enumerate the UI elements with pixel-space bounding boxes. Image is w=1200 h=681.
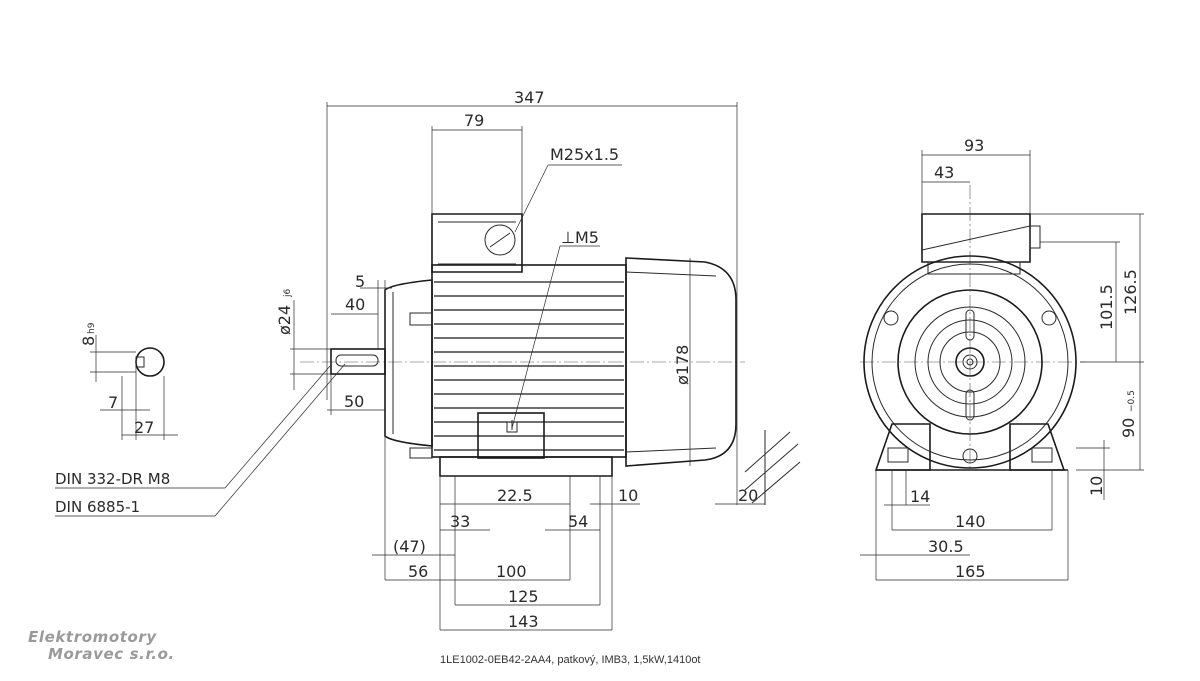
dim-5: 5 — [355, 272, 365, 291]
dim-56: 56 — [408, 562, 428, 581]
dim-10-foot: 10 — [1087, 476, 1106, 496]
dim-27: 27 — [134, 418, 154, 437]
leader-notes: DIN 332-DR M8 DIN 6885-1 — [55, 363, 346, 517]
dim-140: 140 — [955, 512, 986, 531]
dim-22-5: 22.5 — [497, 486, 533, 505]
dim-143: 143 — [508, 612, 539, 631]
logo-line-1: Elektromotory — [28, 628, 157, 646]
dim-79: 79 — [464, 111, 484, 130]
dim-d24: ø24 — [275, 305, 294, 335]
side-dimensions: 347 79 M25x1.5 ⊥M5 5 40 ø24 j6 50 ø178 — [275, 88, 765, 631]
shaft-section: 8 h9 7 27 — [79, 322, 178, 440]
dim-100: 100 — [496, 562, 527, 581]
note-din-6885: DIN 6885-1 — [55, 498, 140, 516]
drawing-caption: 1LE1002-0EB42-2AA4, patkový, IMB3, 1,5kW… — [440, 654, 701, 666]
dim-key-h9: h9 — [87, 322, 97, 334]
dim-10: 10 — [618, 486, 638, 505]
dim-125: 125 — [508, 587, 539, 606]
side-view — [300, 213, 801, 505]
dim-43: 43 — [934, 163, 954, 182]
earth-terminal-icon — [506, 421, 518, 433]
dim-key-8: 8 — [79, 336, 98, 346]
cooling-fins — [434, 281, 624, 451]
dim-165: 165 — [955, 562, 986, 581]
cable-gland-icon — [484, 224, 516, 256]
dim-101-5: 101.5 — [1097, 284, 1116, 330]
dim-90-tol: −0.5 — [1127, 390, 1137, 412]
dim-d178: ø178 — [673, 345, 692, 385]
dim-20: 20 — [738, 486, 758, 505]
dim-50: 50 — [344, 392, 364, 411]
dim-m25: M25x1.5 — [550, 145, 619, 164]
dim-m5: ⊥M5 — [561, 228, 599, 247]
dim-90: 90 — [1119, 418, 1138, 438]
dim-47: (47) — [393, 537, 426, 556]
dim-54: 54 — [568, 512, 588, 531]
end-dimensions: 93 43 101.5 126.5 90 −0.5 10 14 140 30.5… — [860, 136, 1144, 581]
dim-key-7: 7 — [108, 393, 118, 412]
dim-93: 93 — [964, 136, 984, 155]
note-din-332: DIN 332-DR M8 — [55, 470, 170, 488]
dim-347: 347 — [514, 88, 545, 107]
logo-line-2: Moravec s.r.o. — [48, 645, 175, 663]
dim-126-5: 126.5 — [1121, 269, 1140, 315]
company-logo: Elektromotory Moravec s.r.o. — [24, 628, 224, 664]
dim-40: 40 — [345, 295, 365, 314]
end-view — [860, 185, 1085, 471]
dim-14: 14 — [910, 487, 930, 506]
dim-30-5: 30.5 — [928, 537, 964, 556]
dim-33: 33 — [450, 512, 470, 531]
dim-d24-tol: j6 — [283, 288, 293, 298]
